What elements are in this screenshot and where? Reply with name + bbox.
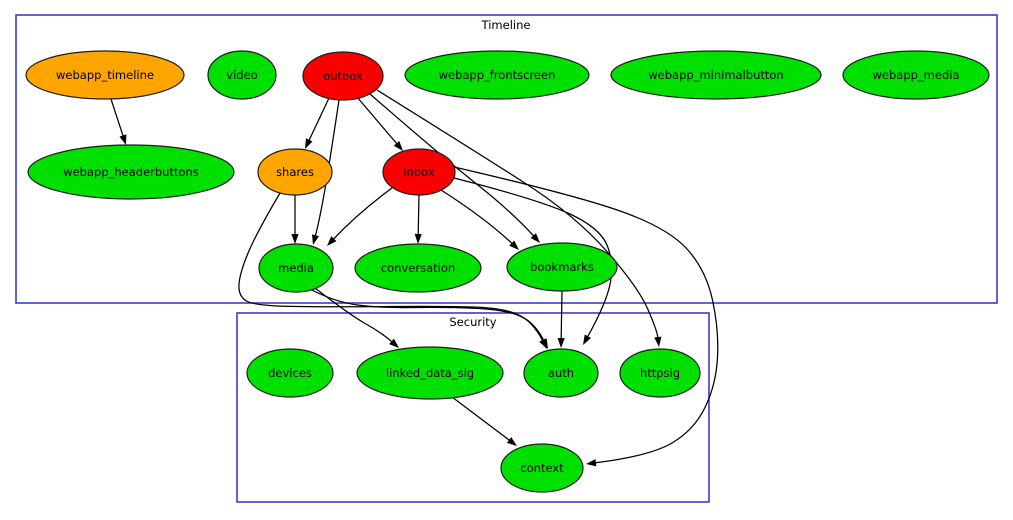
node-webapp_minimalbutton-label: webapp_minimalbutton [648, 68, 783, 82]
node-httpsig [619, 348, 701, 398]
node-webapp_frontscreen [404, 50, 590, 100]
edge-inbox-context [453, 166, 719, 464]
edge-media-auth [311, 289, 545, 342]
arrowhead-bookmarks-auth [557, 337, 565, 348]
arrowhead-outbox-media [312, 234, 319, 245]
node-context-label: context [520, 461, 564, 475]
arrowhead-webapp_timeline-webapp_headerbuttons [119, 134, 127, 145]
node-auth-label: auth [548, 366, 574, 380]
node-outbox-label: outbox [323, 69, 363, 83]
node-outbox [302, 51, 384, 101]
arrowhead-outbox-httpsig [654, 336, 662, 347]
node-auth [523, 348, 599, 398]
edge-outbox-bookmarks [369, 93, 535, 237]
node-video-label: video [226, 68, 257, 82]
node-devices-label: devices [268, 366, 312, 380]
arrowhead-linked_data_sig-context [506, 437, 517, 446]
edge-linked_data_sig-context [451, 396, 511, 442]
arrowhead-outbox-inbox [393, 141, 403, 151]
edge-inbox-media [332, 187, 393, 240]
edge-outbox-httpsig [376, 89, 659, 339]
arrowhead-outbox-shares [305, 138, 313, 149]
edge-bookmarks-auth [560, 290, 563, 340]
arrowhead-media-linked_data_sig [389, 338, 399, 348]
arrowhead-outbox-bookmarks [530, 233, 540, 243]
edge-inbox-auth [453, 177, 613, 338]
node-webapp_media [842, 50, 990, 100]
edge-webapp_timeline-webapp_headerbuttons [110, 98, 124, 137]
edge-inbox-conversation [417, 194, 420, 236]
edge-inbox-bookmarks [440, 189, 513, 245]
arrowhead-shares-media [291, 234, 299, 244]
node-conversation [354, 243, 482, 293]
node-webapp_media-label: webapp_media [873, 68, 960, 82]
arrowhead-inbox-media [327, 236, 337, 246]
node-shares [257, 148, 333, 196]
arrowhead-inbox-auth [583, 334, 592, 345]
node-shares-label: shares [276, 165, 314, 179]
arrowhead-inbox-bookmarks [509, 240, 519, 250]
node-linked_data_sig [356, 346, 504, 400]
node-webapp_headerbuttons [27, 144, 235, 200]
node-video [207, 50, 277, 100]
arrowhead-media-auth [540, 338, 548, 349]
cluster-security-label: Security [449, 315, 496, 329]
node-webapp_timeline [25, 50, 185, 100]
cluster-security [236, 312, 710, 503]
node-httpsig-label: httpsig [640, 366, 680, 380]
node-webapp_frontscreen-label: webapp_frontscreen [439, 68, 556, 82]
edge-media-linked_data_sig [314, 287, 393, 343]
node-context [500, 443, 584, 493]
node-media [258, 243, 334, 293]
cluster-timeline [15, 14, 998, 304]
edge-outbox-inbox [356, 96, 398, 145]
cluster-timeline-label: Timeline [481, 18, 531, 32]
arrowhead-inbox-context [586, 459, 597, 467]
node-webapp_minimalbutton [610, 50, 822, 100]
node-inbox-label: inbox [403, 165, 434, 179]
node-webapp_headerbuttons-label: webapp_headerbuttons [63, 165, 199, 179]
node-media-label: media [278, 261, 314, 275]
node-linked_data_sig-label: linked_data_sig [386, 366, 474, 380]
edge-shares-auth [238, 192, 544, 342]
node-bookmarks-label: bookmarks [530, 260, 594, 274]
arrowhead-inbox-conversation [414, 233, 422, 244]
edge-outbox-shares [308, 97, 330, 142]
node-webapp_timeline-label: webapp_timeline [56, 68, 154, 82]
node-bookmarks [506, 242, 618, 292]
node-devices [246, 348, 334, 398]
node-conversation-label: conversation [381, 261, 455, 275]
edge-outbox-media [314, 99, 340, 237]
node-inbox [382, 148, 456, 196]
